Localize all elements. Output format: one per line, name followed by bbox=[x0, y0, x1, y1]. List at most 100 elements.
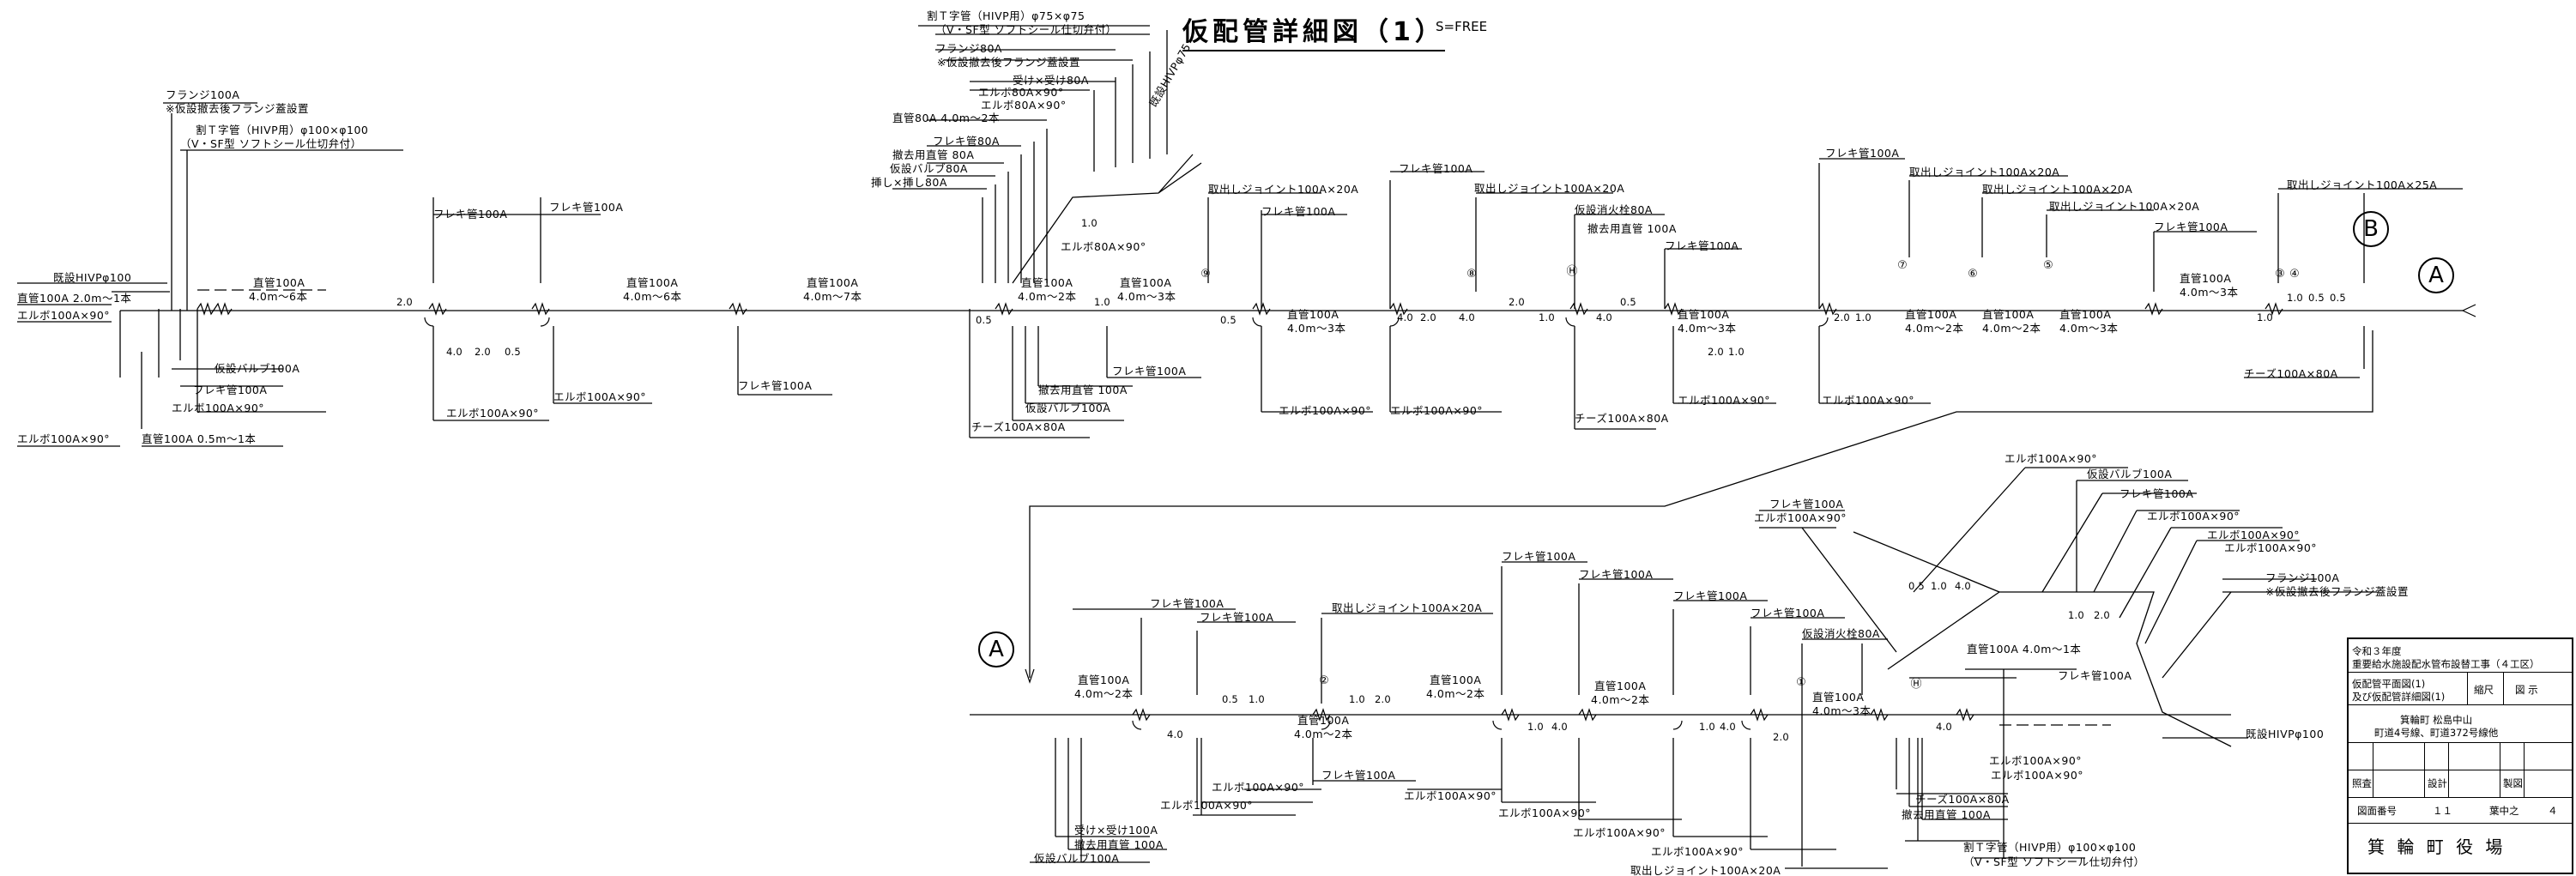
dim-top: 0.5 bbox=[976, 314, 992, 326]
dim-top: 2.0 bbox=[1509, 296, 1525, 308]
label-b-furekikan-h: フレキ管100A bbox=[2058, 669, 2132, 682]
dim-top: 1.0 bbox=[1855, 311, 1872, 323]
node-2: ② bbox=[1319, 674, 1329, 687]
label-furekikan-left: フレキ管100A bbox=[193, 384, 268, 396]
label-b-furekikan-c: フレキ管100A bbox=[1502, 550, 1576, 563]
label-elbow-left2: エルボ100A×90° bbox=[17, 432, 111, 445]
label-b-choku-b2: 4.0m～2本 bbox=[1294, 728, 1353, 740]
label-elbow-c: エルボ100A×90° bbox=[446, 407, 540, 420]
label-furekikan-e: フレキ管100A bbox=[1261, 205, 1336, 218]
label-cheese-b: チーズ100A×80A bbox=[1575, 412, 1669, 425]
label-b-elbow-d: エルボ100A×90° bbox=[1498, 807, 1592, 819]
label-b-choku-e2: 4.0m～3本 bbox=[1812, 704, 1872, 717]
label-furekikan-f: フレキ管100A bbox=[1399, 162, 1473, 175]
dim-bottom: 2.0 bbox=[2094, 609, 2110, 621]
label-flange-100: フランジ100A bbox=[166, 88, 240, 101]
label-b-wari-t-note: （V・SF型 ソフトシール仕切弁付） bbox=[1963, 855, 2145, 868]
label-choku-3hon-j: 4.0m～3本 bbox=[2180, 286, 2239, 299]
label-choku-left2: 直管100A 0.5m～1本 bbox=[142, 432, 257, 445]
dim-top: 4.0 bbox=[446, 346, 463, 358]
dim-top: 2.0 bbox=[396, 296, 413, 308]
marker-a-bottom: A bbox=[978, 631, 1014, 668]
dim-top: 1.0 bbox=[1728, 346, 1745, 358]
label-choku-6-b: 4.0m～6本 bbox=[249, 290, 308, 303]
label-tekkyo-100b: 撤去用直管 100A bbox=[1587, 222, 1677, 235]
label-elbow-80a: エルボ80A×90° bbox=[978, 86, 1064, 99]
label-choku-2hon-j: 4.0m～2本 bbox=[1982, 322, 2041, 335]
dim-bottom: 1.0 bbox=[2068, 609, 2084, 621]
label-sashi-80: 挿し×挿し80A bbox=[871, 176, 947, 189]
tb-office: 箕 輪 町 役 場 bbox=[2367, 837, 2506, 857]
label-elbow-h: エルボ100A×90° bbox=[1822, 394, 1915, 407]
tb-sheet: ４ bbox=[2548, 805, 2558, 817]
tb-drawing2: 及び仮配管詳細図(1) bbox=[2352, 691, 2446, 703]
dim-bottom: 4.0 bbox=[1720, 721, 1736, 733]
label-furekikan-c: フレキ管100A bbox=[738, 379, 813, 392]
label-b-choku-f: 直管100A 4.0m～1本 bbox=[1967, 643, 2082, 655]
label-b-elbow-i: エルボ100A×90° bbox=[2005, 452, 2098, 465]
label-choku-3hon-a: 直管100A bbox=[1120, 276, 1172, 289]
label-b-choku-b: 直管100A bbox=[1297, 714, 1350, 727]
label-furekikan-i: フレキ管100A bbox=[2154, 221, 2228, 233]
dim-top: 1.0 bbox=[2287, 292, 2303, 304]
dim-bottom: 4.0 bbox=[1936, 721, 1952, 733]
label-b-elbow-j: エルボ100A×90° bbox=[2147, 510, 2240, 523]
tb-place2: 町道4号線、町道372号線他 bbox=[2374, 727, 2499, 739]
label-elbow-d: エルボ100A×90° bbox=[553, 390, 647, 403]
label-choku-3hon-d: 4.0m～3本 bbox=[1287, 322, 1346, 335]
dim-top: 1.0 bbox=[1081, 217, 1098, 229]
label-choku-3hon-c: 直管100A bbox=[1287, 308, 1339, 321]
label-kasetsu-valve-left: 仮設バルブ100A bbox=[215, 362, 300, 375]
label-toridashi-25a: 取出しジョイント100A×25A bbox=[2287, 178, 2438, 191]
dim-top: 4.0 bbox=[1397, 311, 1413, 323]
label-b-choku-d2: 4.0m～2本 bbox=[1591, 693, 1650, 706]
label-choku-left: 直管100A 2.0m～1本 bbox=[17, 292, 132, 305]
node-5: ⑤ bbox=[2043, 259, 2053, 272]
tb-scale-header: 縮尺 bbox=[2474, 684, 2494, 696]
title-block: 令和３年度 重要給水施設配水管布設替工事（４工区） 仮配管平面図(1) 及び仮配… bbox=[2347, 637, 2573, 874]
node-1: ① bbox=[1796, 676, 1806, 689]
label-b-choku-a: 直管100A bbox=[1078, 674, 1130, 686]
tb-check: 照査 bbox=[2352, 777, 2372, 789]
label-elbow-left3: エルボ100A×90° bbox=[172, 402, 265, 414]
label-choku-2hon-i: 直管100A bbox=[1982, 308, 2035, 321]
label-elbow-left1: エルボ100A×90° bbox=[17, 309, 111, 322]
label-furekikan-a: フレキ管100A bbox=[433, 208, 508, 221]
label-flange-note: ※仮設撤去後フランジ蓋設置 bbox=[166, 102, 309, 115]
label-b-elbow-e: エルボ100A×90° bbox=[1573, 826, 1666, 839]
dim-top: 0.5 bbox=[1220, 314, 1237, 326]
label-b-elbow-a: エルボ100A×90° bbox=[1212, 781, 1305, 794]
label-elbow-f: エルボ100A×90° bbox=[1390, 404, 1484, 417]
label-choku-6-c: 直管100A bbox=[626, 276, 679, 289]
label-b-kasetsu-valve-100: 仮設バルブ100A bbox=[1034, 852, 1120, 865]
label-b-tekkyo-100b: 撤去用直管 100A bbox=[1902, 808, 1991, 821]
dim-bottom: 1.0 bbox=[1349, 693, 1365, 705]
label-choku-2hon-g: 直管100A bbox=[1905, 308, 1957, 321]
dim-bottom: 0.5 bbox=[1908, 580, 1925, 592]
label-elbow-80c: エルボ80A×90° bbox=[1061, 240, 1146, 253]
label-b-kisetsu-hivp: 既設HIVPφ100 bbox=[2246, 728, 2325, 740]
label-b-furekikan-f: フレキ管100A bbox=[1751, 607, 1825, 619]
label-choku-2hon-b: 4.0m～2本 bbox=[1018, 290, 1077, 303]
label-b-flange: フランジ100A bbox=[2265, 571, 2340, 584]
label-b-kasetsu-shoka: 仮設消火栓80A bbox=[1802, 627, 1880, 640]
label-toridashi-20e: 取出しジョイント100A×20A bbox=[2049, 200, 2200, 213]
label-choku-3hon-i: 直管100A bbox=[2180, 272, 2232, 285]
tb-place1: 箕輪町 松島中山 bbox=[2400, 714, 2473, 726]
label-b-flange-note: ※仮設撤去後フランジ蓋設置 bbox=[2265, 585, 2409, 598]
tb-design: 設計 bbox=[2428, 777, 2447, 789]
label-b-furekikan-a: フレキ管100A bbox=[1150, 597, 1225, 610]
label-wari-t-75: 割Ｔ字管（HIVP用）φ75×φ75 bbox=[927, 9, 1085, 22]
label-kisetsu-hivp-left: 既設HIVPφ100 bbox=[53, 271, 132, 284]
dim-top: 2.0 bbox=[1834, 311, 1850, 323]
label-furekikan-h: フレキ管100A bbox=[1825, 147, 1900, 160]
label-b-elbow-c: エルボ100A×90° bbox=[1404, 789, 1497, 802]
tb-drawing1: 仮配管平面図(1) bbox=[2352, 678, 2426, 690]
label-toridashi-20b: 取出しジョイント100A×20A bbox=[1474, 182, 1625, 195]
label-choku-3hon-h: 4.0m～3本 bbox=[2059, 322, 2119, 335]
dim-top: 0.5 bbox=[1620, 296, 1636, 308]
label-kasetsu-valve-80: 仮設バルブ80A bbox=[890, 162, 968, 175]
node-7: ⑦ bbox=[1897, 259, 1908, 272]
